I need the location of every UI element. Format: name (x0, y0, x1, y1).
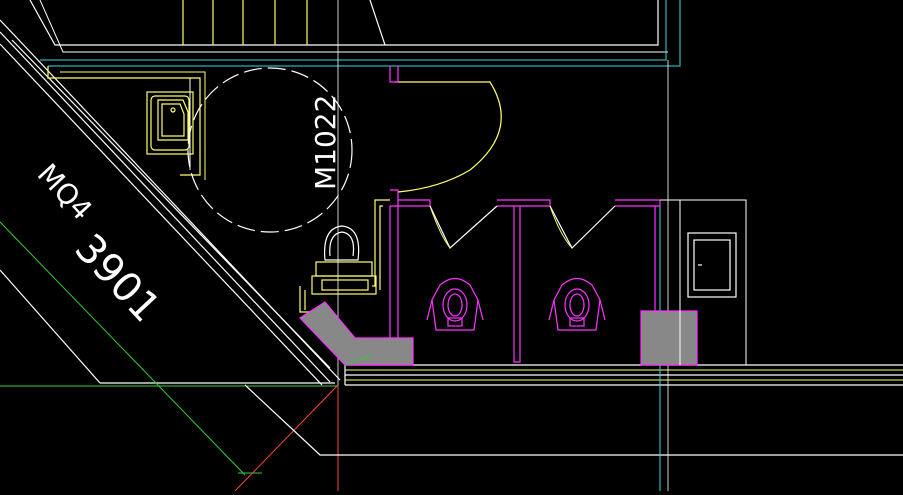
green-guide-line (0, 221, 246, 476)
floor-walls (244, 364, 903, 456)
cubicle-door-arcs (429, 205, 573, 249)
door-swing-circle (187, 67, 353, 233)
door-tag-label: M1022 (309, 95, 342, 190)
stair-steps (182, 0, 386, 46)
squat-toilet-icon (548, 277, 606, 331)
green-marker (344, 354, 373, 366)
squat-toilet-icon (426, 277, 484, 331)
origin-crosshair (234, 384, 339, 492)
upper-partition (47, 66, 206, 180)
washbasin-icon (146, 91, 194, 155)
toilet-icon (311, 225, 377, 295)
right-room (660, 199, 747, 365)
floor-yellow-lines (345, 369, 903, 381)
door-swing-icon (389, 66, 502, 207)
structural-columns (299, 301, 698, 366)
toilet-partition (299, 199, 390, 313)
upper-room-walls (29, 0, 681, 67)
diagonal-wall (0, 19, 341, 386)
cabinet-icon (687, 232, 737, 298)
